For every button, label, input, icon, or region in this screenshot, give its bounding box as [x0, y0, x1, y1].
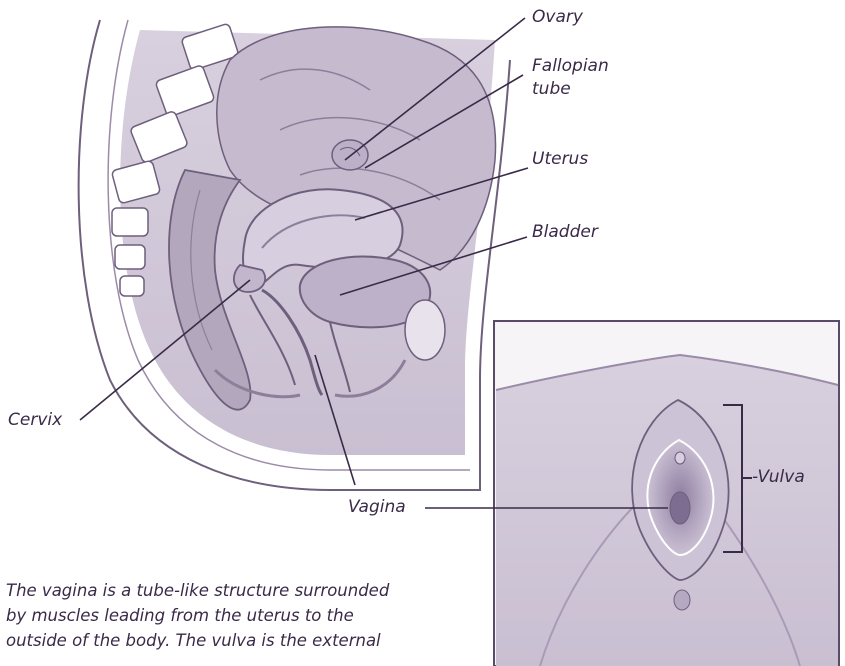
- caption-line-3: outside of the body. The vulva is the ex…: [6, 628, 496, 653]
- anus: [674, 590, 690, 610]
- label-vulva: -Vulva: [752, 467, 805, 488]
- ovary: [332, 140, 368, 170]
- caption: The vagina is a tube-like structure surr…: [6, 578, 496, 653]
- label-vagina: Vagina: [348, 497, 406, 518]
- caption-line-1: The vagina is a tube-like structure surr…: [6, 578, 496, 603]
- pubic-bone: [405, 300, 445, 360]
- clitoris: [675, 452, 685, 464]
- cervix: [234, 265, 265, 292]
- label-fallopian-line1: Fallopian: [532, 56, 609, 77]
- pelvis-cross-section: [79, 20, 510, 490]
- label-ovary: Ovary: [532, 7, 583, 28]
- caption-line-2: by muscles leading from the uterus to th…: [6, 603, 496, 628]
- label-fallopian-line2: tube: [532, 79, 571, 100]
- label-cervix: Cervix: [8, 410, 62, 431]
- vulva-inset: [494, 321, 839, 666]
- label-uterus: Uterus: [532, 149, 588, 170]
- vaginal-opening: [670, 492, 690, 524]
- label-bladder: Bladder: [532, 222, 598, 243]
